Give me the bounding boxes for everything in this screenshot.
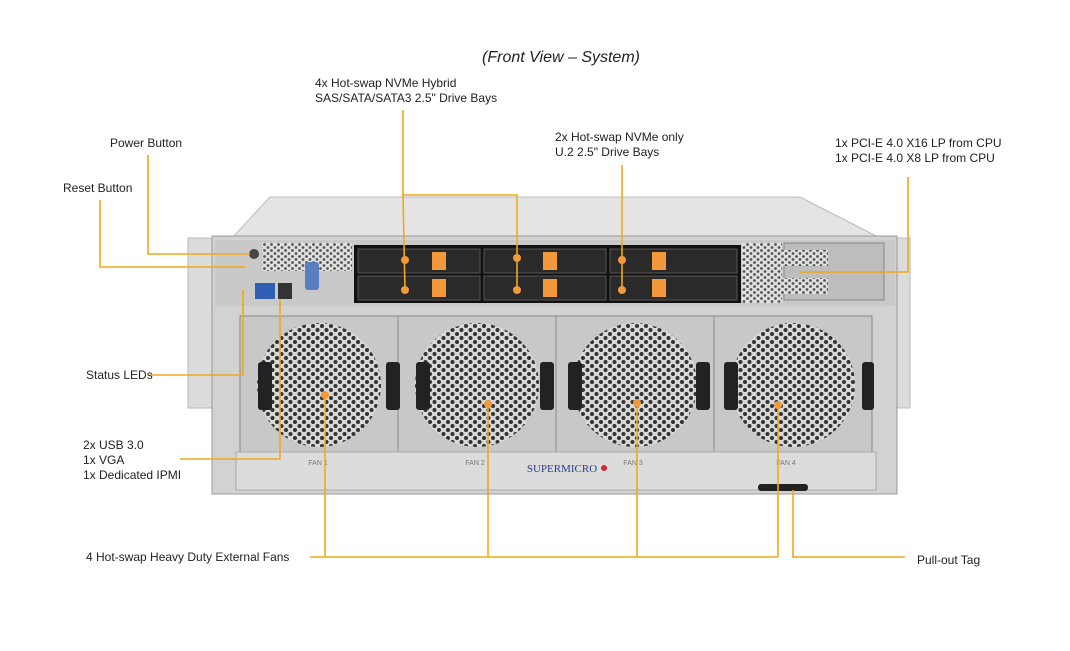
label-line: SAS/SATA/SATA3 2.5" Drive Bays (315, 91, 498, 105)
label-line: 1x PCI-E 4.0 X16 LP from CPU (835, 136, 1002, 150)
label-line: 2x Hot-swap NVMe only (555, 130, 684, 144)
fan-handles (258, 362, 874, 410)
label-line: 1x Dedicated IPMI (83, 468, 182, 482)
pull-out-tag (758, 484, 808, 491)
usb-ports (255, 283, 275, 299)
diagram-title: (Front View – System) (482, 49, 640, 66)
fan-modules (239, 315, 873, 453)
fan-2-label: FAN 2 (465, 460, 485, 467)
chassis-top-lid (230, 196, 881, 239)
label-line: U.2 2.5" Drive Bays (555, 145, 660, 159)
ipmi-port (278, 283, 292, 299)
fan-4-label: FAN 4 (776, 460, 796, 467)
label-power-button: Power Button (110, 136, 183, 150)
front-bezel-bottom (235, 451, 877, 491)
label-pull-out-tag: Pull-out Tag (917, 553, 981, 567)
fan-1-label: FAN 1 (308, 460, 328, 467)
label-io-ports: 2x USB 3.0 1x VGA 1x Dedicated IPMI (83, 438, 181, 483)
callout-lines (99, 110, 909, 558)
label-nvme-drive-bays: 2x Hot-swap NVMe only U.2 2.5" Drive Bay… (555, 130, 684, 160)
logo-dot (601, 465, 607, 471)
fan-3-label: FAN 3 (623, 460, 643, 467)
label-line: 2x USB 3.0 (83, 438, 144, 452)
label-pcie-slots: 1x PCI-E 4.0 X16 LP from CPU 1x PCI-E 4.… (835, 136, 1002, 166)
drive-latches (432, 252, 666, 297)
label-fans: 4 Hot-swap Heavy Duty External Fans (86, 550, 290, 564)
callout-dots (321, 254, 782, 409)
vga-port (305, 262, 319, 290)
label-reset-button: Reset Button (63, 181, 133, 195)
power-button (249, 249, 259, 259)
supermicro-logo: SUPERMICRO (527, 463, 597, 475)
label-hybrid-drive-bays: 4x Hot-swap NVMe Hybrid SAS/SATA/SATA3 2… (315, 76, 497, 106)
label-line: 1x VGA (83, 453, 125, 467)
label-line: 4x Hot-swap NVMe Hybrid (315, 76, 457, 90)
label-line: 1x PCI-E 4.0 X8 LP from CPU (835, 151, 995, 165)
label-status-leds: Status LEDs (86, 368, 153, 382)
